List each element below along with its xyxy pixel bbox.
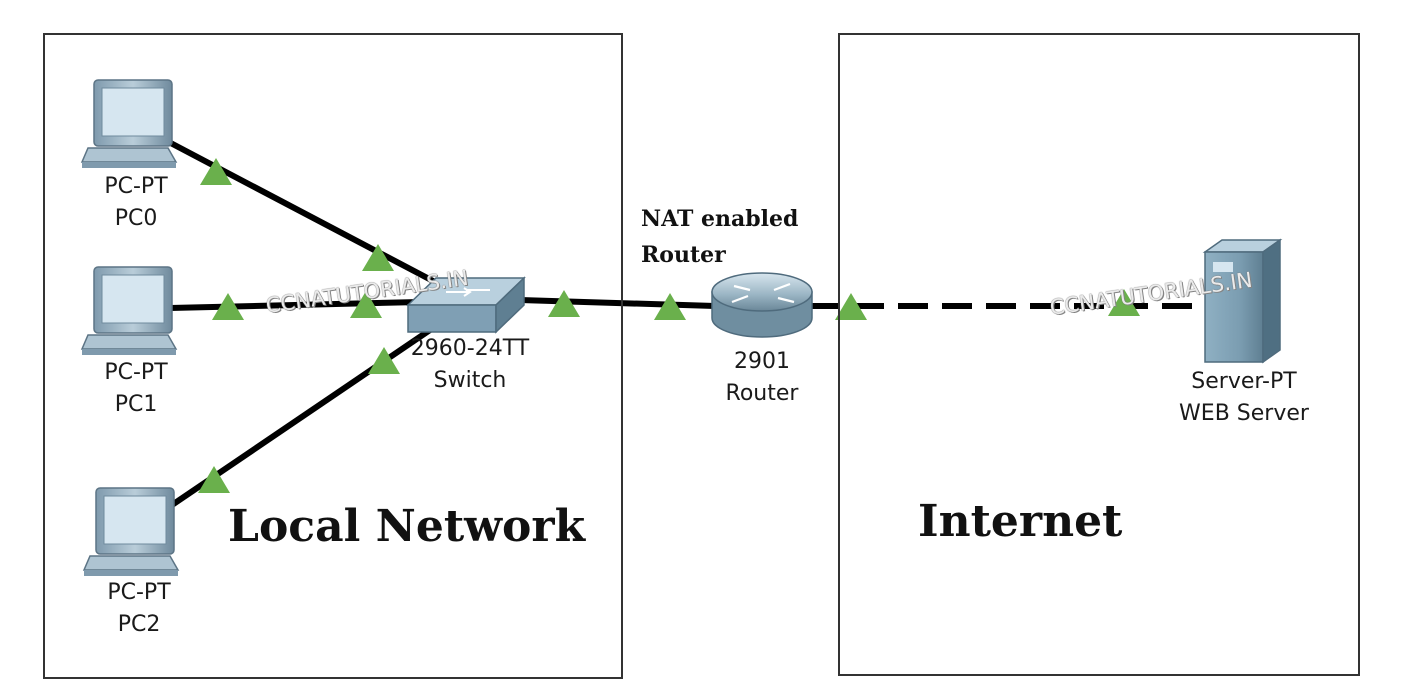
link-status-up-icon: [835, 293, 867, 320]
switch-icon[interactable]: [406, 276, 526, 334]
link-switch-router[interactable]: [519, 297, 716, 309]
router-icon[interactable]: [711, 272, 813, 338]
link-status-up-icon: [368, 347, 400, 374]
pc2-name: PC2: [117, 612, 161, 637]
switch-model: 2960-24TT: [410, 336, 530, 361]
pc1-model: PC-PT: [104, 360, 168, 385]
server-label: Server-PT WEB Server: [1158, 366, 1330, 430]
router-model: 2901: [734, 349, 790, 374]
pc0-model: PC-PT: [104, 174, 168, 199]
link-status-up-icon: [362, 244, 394, 271]
nat-router-note: NAT enabled Router: [641, 201, 798, 273]
server-icon[interactable]: [1202, 238, 1283, 364]
link-status-up-icon: [1108, 289, 1140, 316]
link-status-indicators: [198, 158, 1140, 493]
switch-name: Switch: [433, 368, 507, 393]
nat-note-line2: Router: [641, 242, 726, 268]
pc1-name: PC1: [114, 392, 158, 417]
pc1-computer-icon[interactable]: [80, 266, 178, 355]
local-network-zone: [43, 33, 623, 679]
internet-zone: [838, 33, 1360, 676]
switch-label: 2960-24TT Switch: [395, 333, 545, 397]
nat-note-line1: NAT enabled: [641, 206, 799, 232]
local-network-title: Local Network: [228, 501, 586, 552]
server-name: WEB Server: [1179, 401, 1309, 426]
pc1-label: PC-PT PC1: [86, 357, 186, 421]
link-status-up-icon: [654, 293, 686, 320]
router-name: Router: [725, 381, 799, 406]
pc0-label: PC-PT PC0: [86, 171, 186, 235]
internet-title: Internet: [918, 496, 1123, 547]
link-status-up-icon: [350, 291, 382, 318]
link-pc1-switch[interactable]: [169, 299, 421, 311]
pc2-label: PC-PT PC2: [89, 577, 189, 641]
link-status-up-icon: [198, 466, 230, 493]
link-status-up-icon: [200, 158, 232, 185]
pc0-computer-icon[interactable]: [80, 79, 178, 168]
link-pc0-switch[interactable]: [163, 137, 437, 285]
link-status-up-icon: [212, 293, 244, 320]
router-label: 2901 Router: [712, 346, 812, 410]
server-model: Server-PT: [1191, 369, 1297, 394]
pc0-name: PC0: [114, 206, 158, 231]
link-status-up-icon: [548, 290, 580, 317]
pc2-computer-icon[interactable]: [82, 487, 180, 576]
pc2-model: PC-PT: [107, 580, 171, 605]
